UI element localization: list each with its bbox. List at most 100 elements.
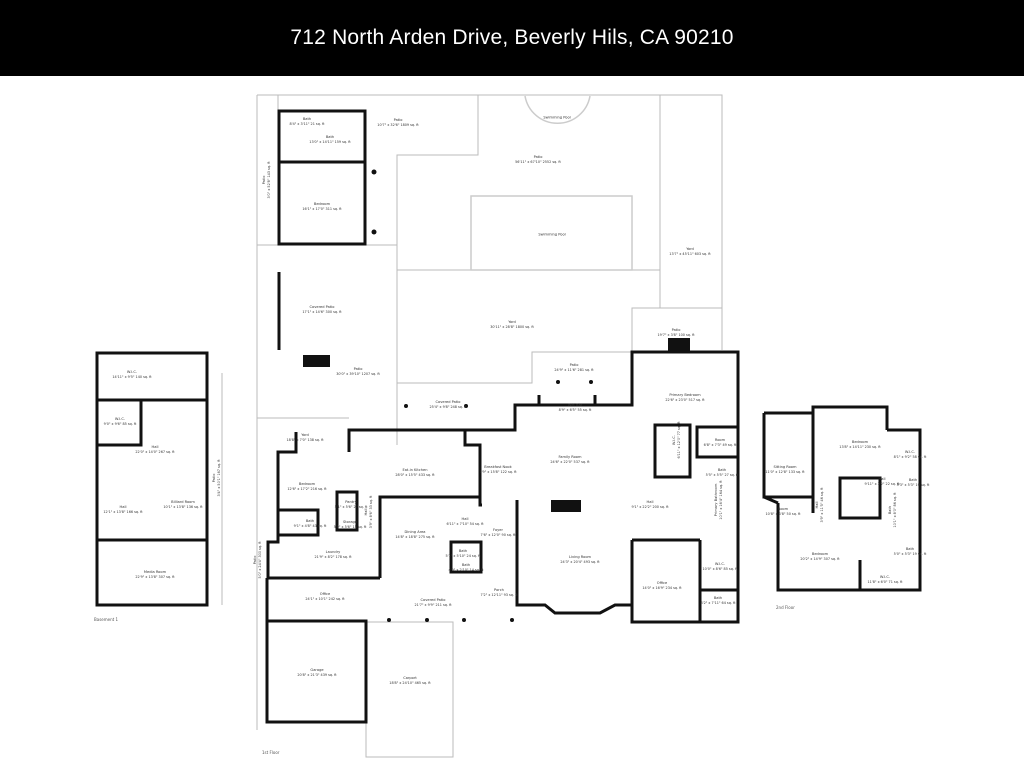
room-dimensions: 30'11" x 28'8" 1800 sq. ft: [490, 325, 534, 329]
room-label: W.I.C.10'0" x 8'6" 85 sq. ft: [703, 562, 738, 572]
room-dimensions: 3'9" x 8'6" 33 sq. ft: [369, 495, 373, 529]
room-label: Swimming Pool: [538, 233, 565, 238]
room-dimensions: 24'9" x 11'6" 281 sq. ft: [554, 368, 594, 372]
room-dimensions: 21'9" x 8'2" 178 sq. ft: [314, 555, 352, 559]
room-name: Bedroom: [811, 552, 829, 556]
room-dimensions: 12'6" x 17'2" 216 sq. ft: [287, 487, 327, 491]
room-dimensions: 9'1" x 22'2" 200 sq. ft: [631, 505, 669, 509]
room-name: Yard: [508, 320, 516, 324]
room-dimensions: 9'0" x 9'6" 85 sq. ft: [103, 422, 137, 426]
room-dimensions: 12'1" x 13'8" 166 sq. ft: [103, 510, 143, 514]
room-name: Patio: [393, 118, 403, 122]
room-dimensions: 22'6" x 23'0" 517 sq. ft: [665, 398, 705, 402]
property-address-title: 712 North Arden Drive, Beverly Hils, CA …: [290, 26, 734, 49]
room-dimensions: 7'6" x 12'0" 90 sq. ft: [480, 533, 516, 537]
room-dimensions: 14'8" x 18'8" 275 sq. ft: [395, 535, 435, 539]
room-label: W.I.C.11'8" x 6'0" 71 sq. ft: [868, 575, 903, 585]
room-dimensions: 10'1" x 8'0" 86 sq. ft: [893, 492, 897, 528]
room-dimensions: 5'1" x 5'10" 24 sq. ft: [445, 554, 481, 558]
room-dimensions: 14'11" x 9'5" 140 sq. ft: [112, 375, 152, 379]
room-name: Bedroom: [298, 482, 316, 486]
room-name: Yard: [686, 247, 694, 251]
room-name: Storage: [342, 520, 358, 524]
room-dimensions: 18'8" x 7'0" 138 sq. ft: [286, 438, 324, 442]
room-dimensions: 6'11" x 7'10" 54 sq. ft: [446, 522, 484, 526]
room-dimensions: 25'4" x 9'8" 248 sq. ft: [429, 405, 467, 409]
room-dimensions: 10'1" x 13'8" 136 sq. ft: [163, 505, 203, 509]
room-name: Garage: [310, 668, 324, 672]
room-name: W.I.C.: [114, 417, 126, 421]
room-name: Swimming Pool: [538, 232, 566, 237]
room-dimensions: 6'11" x 12'0" 77 sq. ft: [677, 421, 681, 459]
room-name: Laundry: [325, 550, 341, 554]
room-dimensions: 10'8" x 4'8" 50 sq. ft: [765, 512, 801, 516]
floor-label-second: 2nd Floor: [776, 605, 795, 610]
room-name: W.I.C.: [714, 562, 726, 566]
room-dimensions: 10'0" x 8'6" 85 sq. ft: [702, 567, 738, 571]
fireplaces: [303, 338, 690, 512]
room-name: Patio: [533, 155, 543, 159]
room-dimensions: 17'1" x 14'6" 300 sq. ft: [302, 310, 342, 314]
room-dimensions: 8'1" x 9'2" 58 sq. ft: [893, 455, 927, 459]
room-name: Bath: [302, 117, 312, 121]
room-dimensions: 56'11" x 67'10" 2552 sq. ft: [515, 160, 561, 164]
room-dimensions: 5'3" x 5'3" 19 sq. ft: [896, 483, 930, 487]
room-name: W.I.C.: [904, 450, 916, 454]
room-name: Covered Patio: [420, 598, 446, 602]
room-dimensions: 24'1" x 10'1" 242 sq. ft: [305, 597, 345, 601]
room-dimensions: 3'4" x 50'1" 167 sq. ft: [217, 459, 221, 497]
room-name: Patio: [671, 328, 681, 332]
room-name: Bath: [325, 135, 335, 139]
room-name: Bath: [713, 596, 723, 600]
room-label: W.I.C.6'11" x 12'0" 77 sq. ft: [672, 421, 682, 458]
room-dimensions: 10'7" x 32'6" 1809 sq. ft: [377, 123, 419, 127]
room-dimensions: 8'4" x 3'11" 21 sq. ft: [289, 122, 325, 126]
room-label: Swimming Pool: [543, 116, 570, 121]
room-name: Swimming Pool: [543, 115, 571, 120]
site-boundaries: [221, 94, 723, 758]
room-dimensions: 8'9" x 6'5" 55 sq. ft: [558, 408, 592, 412]
room-dimensions: 8'2" x 7'11" 64 sq. ft: [700, 601, 736, 605]
room-dimensions: 10'1" x 16'4" 164 sq. ft: [719, 480, 723, 520]
room-dimensions: 5'5" x 5'5" 27 sq. ft: [705, 473, 739, 477]
room-dimensions: 19'7" x 3'8" 100 sq. ft: [657, 333, 695, 337]
room-dimensions: 3'0" x 52'8" 143 sq. ft: [267, 161, 271, 199]
room-name: Room: [714, 438, 726, 442]
room-name: Bath: [305, 519, 315, 523]
room-dimensions: 13'8" x 14'11" 230 sq. ft: [839, 445, 881, 449]
room-dimensions: 28'0" x 15'5" 433 sq. ft: [395, 473, 435, 477]
room-name: Bath: [905, 547, 915, 551]
room-name: Bath: [908, 478, 918, 482]
floor-label-basement: Basement 1: [94, 617, 119, 622]
room-dimensions: 21'7" x 9'9" 211 sq. ft: [414, 603, 452, 607]
room-name: Covered Patio: [435, 400, 461, 404]
